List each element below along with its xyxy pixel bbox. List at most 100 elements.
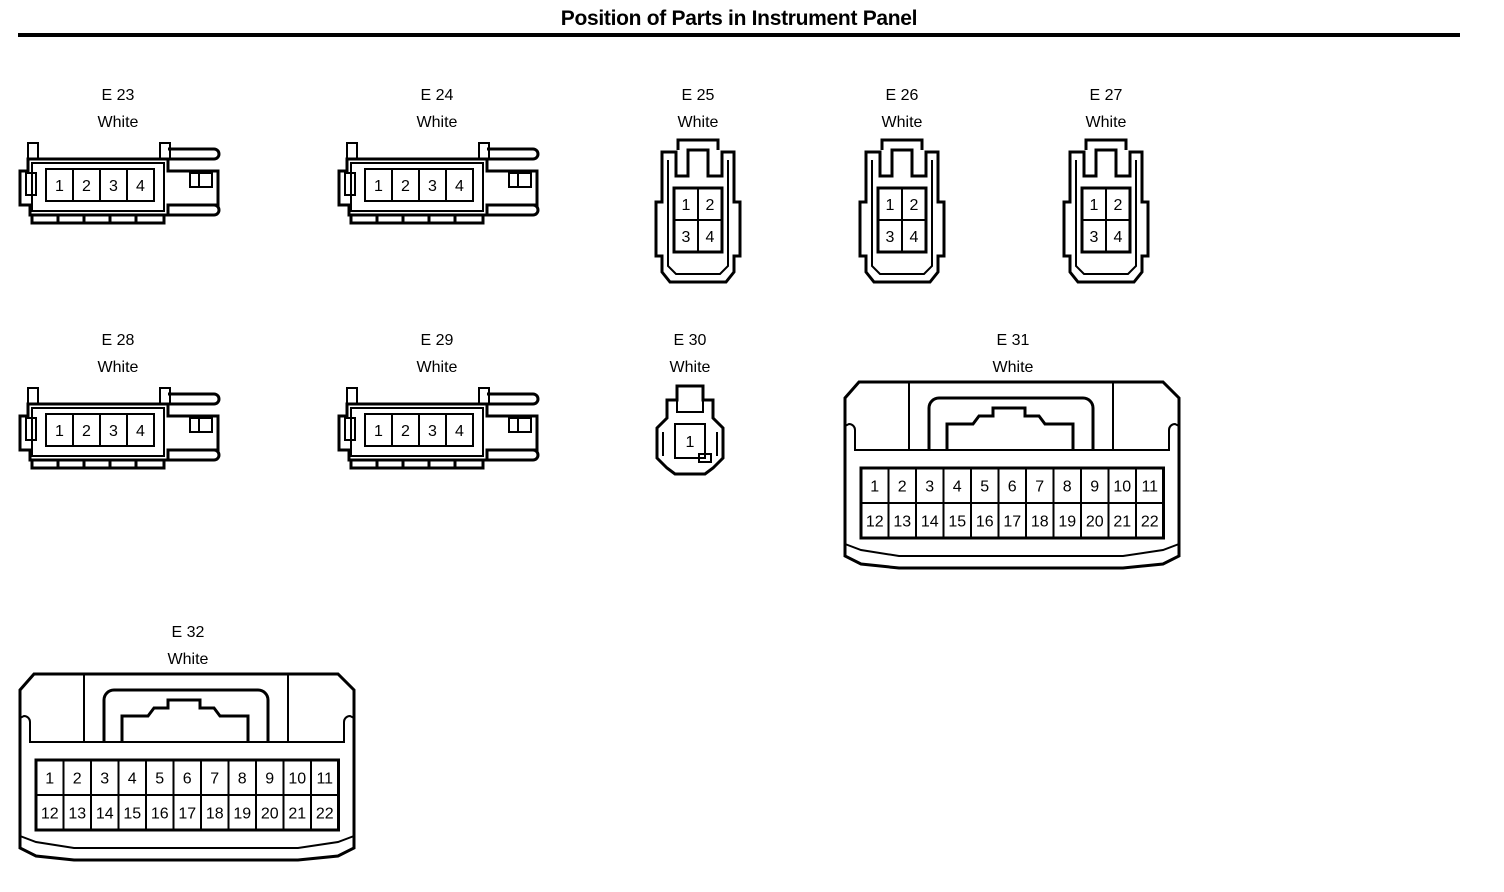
- outline-segment: [676, 400, 704, 413]
- connector-code: E 23: [101, 87, 135, 104]
- connector-code: E 32: [171, 624, 205, 641]
- pin-number: 2: [401, 423, 410, 440]
- outline-segment: [120, 698, 250, 742]
- connector-color: White: [677, 114, 719, 131]
- outline-segment: [337, 157, 539, 217]
- pin-number: 1: [886, 197, 895, 214]
- connector-e23: E 23 White 1 2 3 4: [18, 87, 221, 232]
- pin-number: 1: [870, 479, 879, 496]
- pin-cell: [674, 423, 706, 459]
- pin-number: 2: [706, 197, 715, 214]
- pin-number: 5: [155, 771, 164, 788]
- connector-e30: E 30 White 1: [655, 332, 725, 482]
- outline-segment: [346, 387, 490, 404]
- pin-cell: [126, 168, 155, 202]
- pin-number: 1: [682, 197, 691, 214]
- pin-number: 3: [109, 423, 118, 440]
- connector-code: E 31: [996, 332, 1030, 349]
- pin-number: 9: [265, 771, 274, 788]
- pin-number: 14: [921, 514, 939, 531]
- page-title: Position of Parts in Instrument Panel: [560, 7, 918, 30]
- pin-number: 2: [898, 479, 907, 496]
- outline-segment: [927, 396, 1095, 450]
- outline-segment: [102, 688, 270, 742]
- outline-segment: [168, 147, 221, 217]
- pin-number: 2: [82, 178, 91, 195]
- pin-cell: [310, 794, 340, 831]
- title-rule: [18, 33, 1460, 37]
- outline-segment: [18, 672, 356, 862]
- pin-number: 6: [183, 771, 192, 788]
- pin-number: 11: [316, 771, 333, 788]
- outline-segment: [83, 674, 289, 742]
- pin-number: 16: [151, 806, 169, 823]
- pin-number: 4: [706, 229, 715, 246]
- outline-segment: [27, 387, 171, 404]
- outline-segment: [19, 835, 355, 849]
- pin-number: 12: [41, 806, 59, 823]
- connector-color: White: [97, 359, 139, 376]
- outline-segment: [350, 162, 484, 212]
- pin-number: 4: [953, 479, 962, 496]
- outline-segment: [168, 392, 221, 462]
- outline-segment: [18, 402, 220, 462]
- pin-number: 4: [455, 423, 464, 440]
- connector-code: E 24: [420, 87, 454, 104]
- pin-cell: [901, 219, 927, 253]
- pin-number: 17: [1003, 514, 1021, 531]
- outline-segment: [1062, 148, 1150, 284]
- pin-cell: [126, 413, 155, 447]
- outline-segment: [189, 417, 213, 433]
- outline-segment: [344, 417, 356, 441]
- pin-number: 4: [910, 229, 919, 246]
- pin-number: 4: [455, 178, 464, 195]
- outline-segment: [844, 422, 1180, 451]
- pin-number: 1: [55, 423, 64, 440]
- connector-color: White: [669, 359, 711, 376]
- pin-number: 7: [1035, 479, 1044, 496]
- pin-number: 3: [886, 229, 895, 246]
- pin-cell: [1105, 219, 1131, 253]
- pin-number: 15: [123, 806, 141, 823]
- outline-segment: [508, 417, 532, 433]
- connector-color: White: [416, 114, 458, 131]
- outline-segment: [662, 432, 718, 456]
- pin-number: 18: [206, 806, 224, 823]
- outline-segment: [25, 172, 37, 196]
- pin-number: 1: [55, 178, 64, 195]
- pin-cell: [1135, 502, 1165, 539]
- pin-number: 17: [178, 806, 196, 823]
- pin-number: 3: [109, 178, 118, 195]
- pin-number: 13: [893, 514, 911, 531]
- connector-color: White: [97, 114, 139, 131]
- pin-number: 22: [316, 806, 334, 823]
- outline-segment: [508, 172, 532, 188]
- outline-segment: [189, 172, 213, 188]
- connector-color: White: [992, 359, 1034, 376]
- pin-number: 4: [128, 771, 137, 788]
- pin-number: 3: [925, 479, 934, 496]
- connector-code: E 28: [101, 332, 135, 349]
- pin-number: 2: [1114, 197, 1123, 214]
- pin-number: 19: [233, 806, 251, 823]
- pin-number: 19: [1058, 514, 1076, 531]
- pin-number: 4: [136, 178, 145, 195]
- pin-number: 10: [1113, 479, 1131, 496]
- pin-number: 21: [1113, 514, 1131, 531]
- outline-segment: [18, 157, 220, 217]
- pin-number: 8: [1063, 479, 1072, 496]
- outline-segment: [30, 215, 166, 225]
- pin-number: 5: [980, 479, 989, 496]
- outline-segment: [858, 148, 946, 284]
- pin-number: 4: [136, 423, 145, 440]
